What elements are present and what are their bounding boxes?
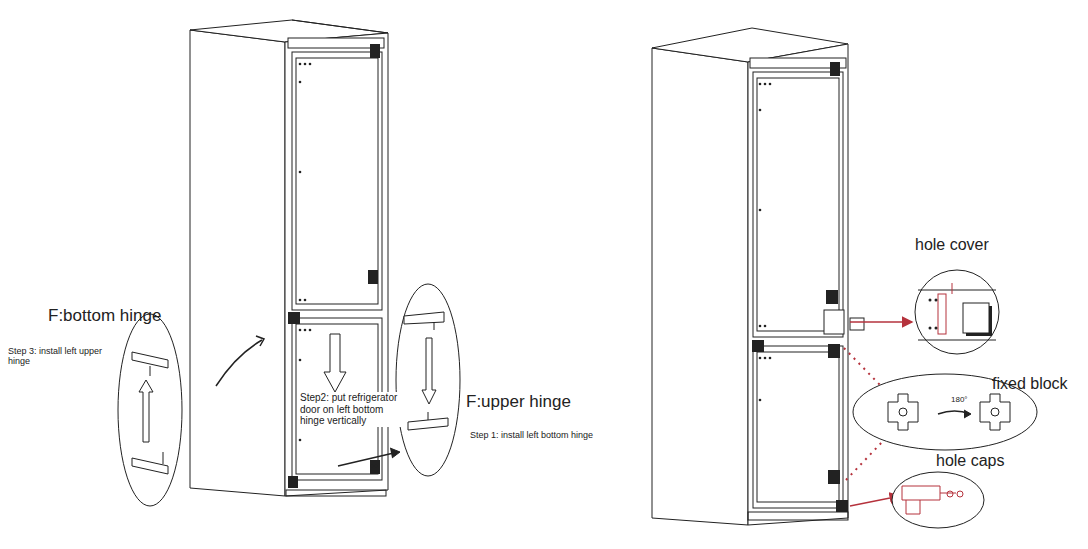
part-name: hole cover [915, 236, 989, 254]
hinge-title: F:upper hinge [466, 392, 571, 412]
rotation-angle: 180° [950, 395, 969, 404]
step-note: Step 1: install left bottom hinge [470, 430, 593, 440]
upper-hinge-callout [118, 314, 182, 506]
step-note: Step2: put refrigerator door on left bot… [299, 392, 401, 427]
part-name: fixed block [992, 375, 1068, 393]
step-note: Step 3: install left upper hinge [8, 346, 113, 367]
hole-caps-callout [892, 472, 984, 528]
hinge-title: F:bottom hinge [48, 306, 161, 326]
part-name: hole caps [935, 452, 1006, 470]
left-fridge [190, 20, 400, 496]
bottom-hinge-callout [396, 284, 460, 476]
hole-cover-callout [915, 270, 999, 354]
right-fridge [652, 28, 912, 525]
